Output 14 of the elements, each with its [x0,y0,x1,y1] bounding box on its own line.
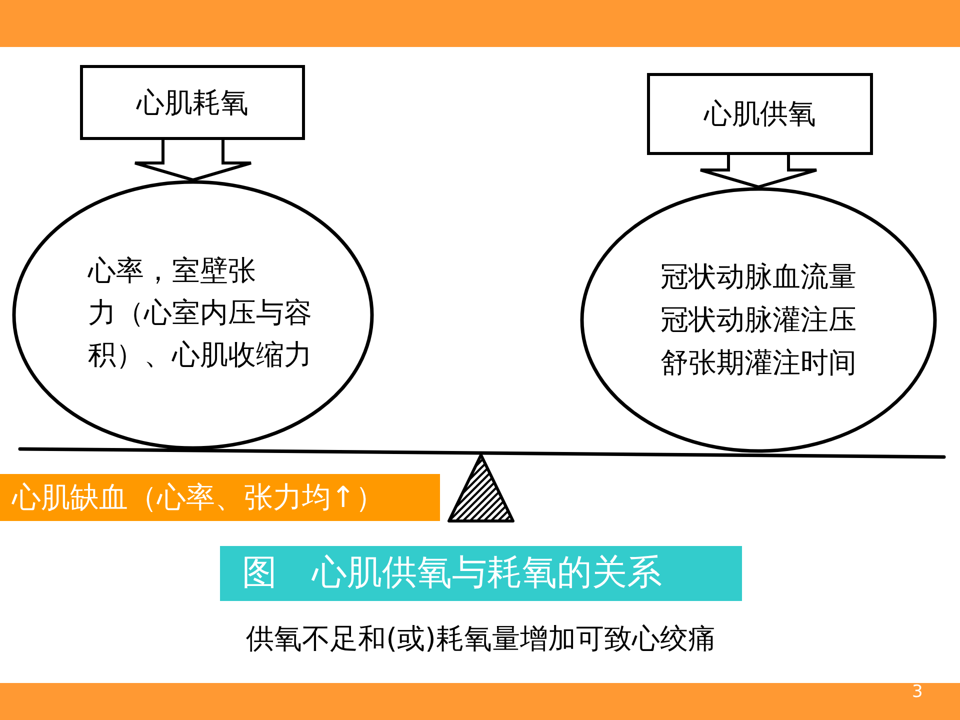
ellipse-node [12,180,374,450]
block-arrow [699,154,818,189]
banner: 心肌缺血（心率、张力均↑） [0,474,440,521]
caption: 供氧不足和(或)耗氧量增加可致心绞痛 [246,621,716,657]
ellipse-node [580,187,937,453]
ellipse-text: 舒张期灌注时间 [660,345,856,381]
ellipse-text: 冠状动脉灌注压 [660,302,856,338]
ellipse-text: 冠状动脉血流量 [660,259,856,295]
category-box: 心肌耗氧 [80,65,305,140]
banner: 图 心肌供氧与耗氧的关系 [220,546,742,601]
block-arrow [134,138,252,182]
page-number: 3 [912,684,923,701]
ellipse-text: 心率，室壁张力（心室内压与容积）、心肌收缩力 [88,253,313,373]
category-box: 心肌供氧 [647,73,873,155]
